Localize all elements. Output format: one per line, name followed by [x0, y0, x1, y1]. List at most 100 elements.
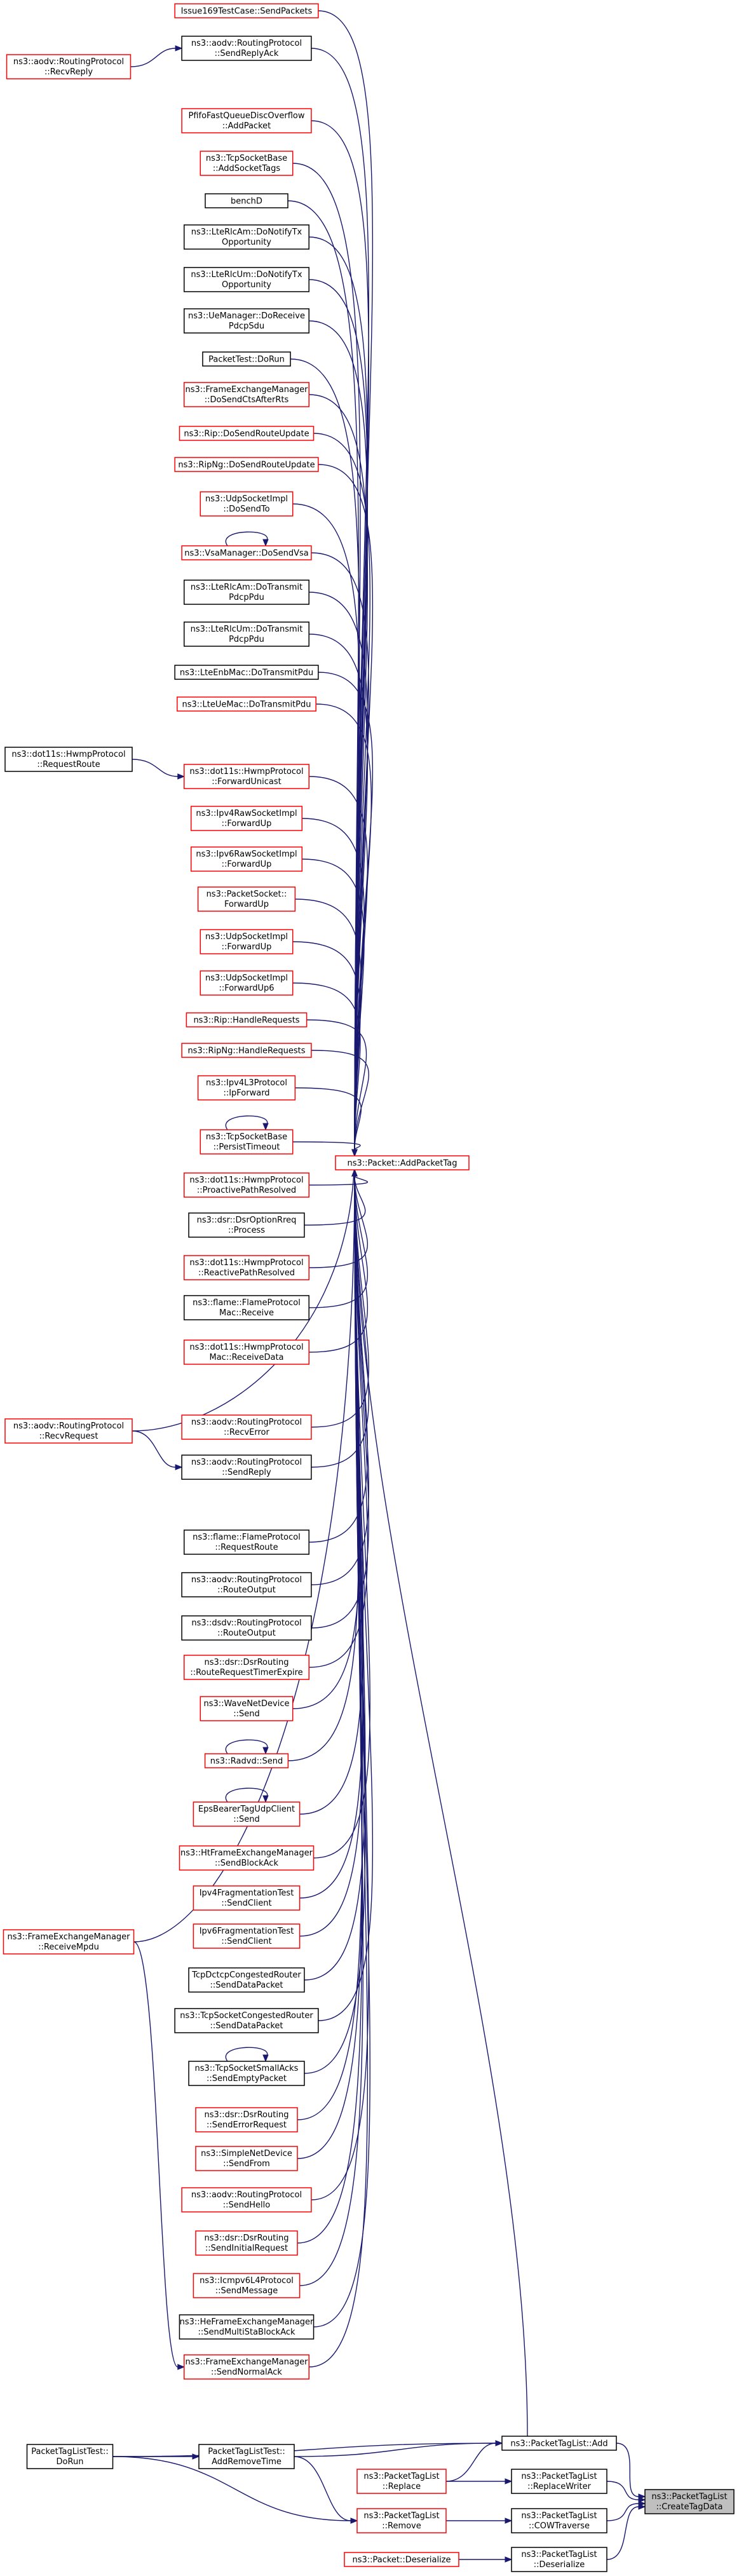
- caller-node-ns3-tcpsocketbase-addsockettags[interactable]: ns3::TcpSocketBase::AddSocketTags: [200, 151, 294, 176]
- node-label: ns3::LteEnbMac::DoTransmitPdu: [180, 668, 313, 678]
- node-label: ::SendMessage: [215, 2286, 278, 2296]
- caller-node-ns3-ipv4l3protocol-ipforward[interactable]: ns3::Ipv4L3Protocol::IpForward: [197, 1075, 296, 1101]
- caller-node-ns3-tcpsocketcongestedrouter-senddatapacket[interactable]: ns3::TcpSocketCongestedRouter::SendDataP…: [174, 2008, 319, 2033]
- node-packettaglist-replace[interactable]: ns3::PacketTagList::Replace: [356, 2469, 447, 2494]
- node-label: ns3::LteRlcAm::DoNotifyTx: [191, 227, 302, 237]
- node-label: ::SendReplyAck: [215, 49, 279, 58]
- node-packettaglist-deserialize[interactable]: ns3::PacketTagList::Deserialize: [511, 2547, 607, 2572]
- node-label: ::SendBlockAck: [215, 1859, 278, 1868]
- node-label: Mac::ReceiveData: [209, 1353, 283, 1362]
- caller-node-ns3-ripng-handlerequests[interactable]: ns3::RipNg::HandleRequests: [181, 1043, 312, 1058]
- caller-node-ns3-rip-handlerequests[interactable]: ns3::Rip::HandleRequests: [186, 1012, 308, 1027]
- caller-node-ns3-lteuemac-dotransmitpdu[interactable]: ns3::LteUeMac::DoTransmitPdu: [177, 696, 316, 712]
- caller-node-ns3-packetsocket-forwardup[interactable]: ns3::PacketSocket::ForwardUp: [197, 886, 296, 912]
- caller-node-ns3-dsdv-routingprotocol-routeoutput[interactable]: ns3::dsdv::RoutingProtocol::RouteOutput: [181, 1615, 312, 1641]
- caller-node-ns3-flame-flameprotocol-requestroute[interactable]: ns3::flame::FlameProtocol::RequestRoute: [184, 1529, 309, 1555]
- node-fem-receivempdu[interactable]: ns3::FrameExchangeManager::ReceiveMpdu: [3, 1929, 135, 1955]
- node-label: ::SendMultiStaBlockAck: [198, 2328, 295, 2337]
- node-test-dorun[interactable]: PacketTagListTest::DoRun: [26, 2444, 114, 2469]
- caller-node-ns3-aodv-routingprotocol-sendreply[interactable]: ns3::aodv::RoutingProtocol::SendReply: [181, 1454, 312, 1480]
- caller-node-ns3-udpsocketimpl-forwardup6[interactable]: ns3::UdpSocketImpl::ForwardUp6: [200, 970, 294, 996]
- caller-node-ns3-lteenbmac-dotransmitpdu[interactable]: ns3::LteEnbMac::DoTransmitPdu: [174, 665, 319, 680]
- node-label: DoRun: [57, 2457, 84, 2467]
- node-packet-deserialize[interactable]: ns3::Packet::Deserialize: [344, 2552, 459, 2567]
- caller-node-benchd[interactable]: benchD: [205, 193, 288, 208]
- node-label: ns3::Packet::Deserialize: [352, 2556, 451, 2565]
- caller-node-ns3-aodv-routingprotocol-sendhello[interactable]: ns3::aodv::RoutingProtocol::SendHello: [181, 2187, 312, 2213]
- caller-node-ns3-tcpsocketsmallacks-sendemptypacket[interactable]: ns3::TcpSocketSmallAcks::SendEmptyPacket: [188, 2061, 305, 2086]
- node-box: [184, 382, 309, 407]
- caller-node-ns3-heframeexchangemanager-sendmultistablockack[interactable]: ns3::HeFrameExchangeManager::SendMultiSt…: [179, 2314, 315, 2340]
- caller-node-ns3-ripng-dosendrouteupdate[interactable]: ns3::RipNg::DoSendRouteUpdate: [174, 457, 319, 472]
- caller-node-ns3-ipv4rawsocketimpl-forwardup[interactable]: ns3::Ipv4RawSocketImpl::ForwardUp: [190, 806, 303, 831]
- edge-selfloop-47-arrowhead: [262, 2054, 269, 2063]
- caller-node-ns3-frameexchangemanager-dosendctsafterrts[interactable]: ns3::FrameExchangeManager::DoSendCtsAfte…: [184, 382, 309, 407]
- caller-node-ipv4fragmentationtest-sendclient[interactable]: Ipv4FragmentationTest::SendClient: [193, 1885, 301, 1911]
- hub-node[interactable]: ns3::Packet::AddPacketTag: [335, 1155, 470, 1170]
- node-label: ns3::PacketTagList: [521, 2472, 597, 2481]
- caller-node-packettest-dorun[interactable]: PacketTest::DoRun: [202, 351, 291, 367]
- edge-replacewriter-to-createtagdata-arrowhead: [638, 2497, 646, 2503]
- node-label: ns3::aodv::RoutingProtocol: [13, 57, 124, 67]
- caller-node-ns3-frameexchangemanager-sendnormalack[interactable]: ns3::FrameExchangeManager::SendNormalAck: [184, 2354, 309, 2380]
- node-hwmp-requestroute[interactable]: ns3::dot11s::HwmpProtocol::RequestRoute: [4, 747, 133, 772]
- node-packettaglist-add[interactable]: ns3::PacketTagList::Add: [501, 2436, 617, 2451]
- caller-node-ns3-dot11s-hwmpprotocol-reactivepathresolved[interactable]: ns3::dot11s::HwmpProtocol::ReactivePathR…: [184, 1255, 309, 1280]
- node-packettaglist-createtagdata[interactable]: ns3::PacketTagList::CreateTagData: [644, 2489, 735, 2514]
- caller-node-ns3-ipv6rawsocketimpl-forwardup[interactable]: ns3::Ipv6RawSocketImpl::ForwardUp: [190, 846, 303, 872]
- caller-node-ns3-wavenetdevice-send[interactable]: ns3::WaveNetDevice::Send: [200, 1696, 294, 1721]
- node-label: ns3::dot11s::HwmpProtocol: [11, 750, 125, 759]
- caller-node-ns3-dsr-dsrrouting-routerequesttimerexpire[interactable]: ns3::dsr::DsrRouting::RouteRequestTimerE…: [184, 1655, 309, 1680]
- caller-node-ns3-radvd-send[interactable]: ns3::Radvd::Send: [204, 1753, 289, 1768]
- caller-node-ns3-icmpv6l4protocol-sendmessage[interactable]: ns3::Icmpv6L4Protocol::SendMessage: [193, 2273, 301, 2298]
- node-label: PacketTagListTest::: [208, 2447, 285, 2457]
- node-label: Issue169TestCase::SendPackets: [181, 7, 313, 17]
- caller-node-ns3-aodv-routingprotocol-routeoutput[interactable]: ns3::aodv::RoutingProtocol::RouteOutput: [181, 1572, 312, 1597]
- caller-node-epsbearertagudpclient-send[interactable]: EpsBearerTagUdpClient::Send: [193, 1801, 301, 1827]
- caller-node-ipv6fragmentationtest-sendclient[interactable]: Ipv6FragmentationTest::SendClient: [193, 1923, 301, 1949]
- caller-node-ns3-htframeexchangemanager-sendblockack[interactable]: ns3::HtFrameExchangeManager::SendBlockAc…: [179, 1845, 315, 1871]
- caller-node-tcpdctcpcongestedrouter-senddatapacket[interactable]: TcpDctcpCongestedRouter::SendDataPacket: [188, 1967, 305, 1993]
- caller-node-ns3-tcpsocketbase-persisttimeout[interactable]: ns3::TcpSocketBase::PersistTimeout: [200, 1129, 294, 1155]
- node-aodv-recvrequest[interactable]: ns3::aodv::RoutingProtocol::RecvRequest: [4, 1418, 133, 1444]
- caller-node-ns3-rip-dosendrouteupdate[interactable]: ns3::Rip::DoSendRouteUpdate: [179, 426, 315, 441]
- caller-node-pfifofastqueuediscoverflow-addpacket[interactable]: PfifoFastQueueDiscOverflow::AddPacket: [181, 108, 312, 133]
- node-packettaglist-replacewriter[interactable]: ns3::PacketTagList::ReplaceWriter: [511, 2469, 607, 2494]
- caller-node-ns3-dsr-dsrrouting-senderrorrequest[interactable]: ns3::dsr::DsrRouting::SendErrorRequest: [195, 2107, 298, 2132]
- node-test-addremovetime[interactable]: PacketTagListTest::AddRemoveTime: [198, 2444, 295, 2469]
- caller-node-ns3-udpsocketimpl-forwardup[interactable]: ns3::UdpSocketImpl::ForwardUp: [200, 929, 294, 954]
- node-box: [511, 2508, 607, 2533]
- node-packettaglist-remove[interactable]: ns3::PacketTagList::Remove: [356, 2508, 447, 2533]
- node-label: ::IpForward: [223, 1088, 269, 1098]
- edge-caller-21-to-hub: [295, 898, 362, 1150]
- node-label: ::SendDataPacket: [210, 1981, 283, 1990]
- node-label: ns3::aodv::RoutingProtocol: [191, 39, 302, 48]
- node-label: ns3::UdpSocketImpl: [205, 494, 288, 504]
- caller-node-ns3-aodv-routingprotocol-recverror[interactable]: ns3::aodv::RoutingProtocol::RecvError: [181, 1414, 312, 1440]
- caller-node-ns3-dsr-dsrrouting-sendinitialrequest[interactable]: ns3::dsr::DsrRouting::SendInitialRequest: [195, 2230, 298, 2256]
- node-label: ns3::dot11s::HwmpProtocol: [189, 1258, 303, 1268]
- edge-caller-28-to-hub: [309, 1176, 369, 1186]
- node-box: [184, 1172, 309, 1198]
- caller-node-ns3-udpsocketimpl-dosendto[interactable]: ns3::UdpSocketImpl::DoSendTo: [200, 491, 294, 517]
- caller-node-issue169testcase-sendpackets[interactable]: Issue169TestCase::SendPackets: [174, 3, 319, 18]
- caller-node-ns3-aodv-routingprotocol-sendreplyack[interactable]: ns3::aodv::RoutingProtocol::SendReplyAck: [181, 36, 312, 61]
- caller-node-ns3-dsr-dsroptionrreq-process[interactable]: ns3::dsr::DsrOptionRreq::Process: [188, 1212, 305, 1238]
- node-box: [644, 2489, 735, 2514]
- caller-node-ns3-vsamanager-dosendvsa[interactable]: ns3::VsaManager::DoSendVsa: [181, 545, 312, 560]
- edge-receivempdu-to-sendnormalack: [133, 1941, 179, 2368]
- node-aodv-recvreply[interactable]: ns3::aodv::RoutingProtocol::RecvReply: [6, 54, 132, 79]
- node-box: [184, 267, 309, 292]
- node-packettaglist-cowtraverse[interactable]: ns3::PacketTagList::COWTraverse: [511, 2508, 607, 2533]
- node-label: ns3::dot11s::HwmpProtocol: [189, 1343, 303, 1352]
- caller-node-ns3-dot11s-hwmpprotocol-mac-receivedata[interactable]: ns3::dot11s::HwmpProtocolMac::ReceiveDat…: [184, 1339, 309, 1365]
- caller-node-ns3-dot11s-hwmpprotocol-proactivepathresolved[interactable]: ns3::dot11s::HwmpProtocol::ProactivePath…: [184, 1172, 309, 1198]
- caller-node-ns3-simplenetdevice-sendfrom[interactable]: ns3::SimpleNetDevice::SendFrom: [195, 2146, 298, 2171]
- caller-node-ns3-dot11s-hwmpprotocol-forwardunicast[interactable]: ns3::dot11s::HwmpProtocol::ForwardUnicas…: [184, 764, 309, 789]
